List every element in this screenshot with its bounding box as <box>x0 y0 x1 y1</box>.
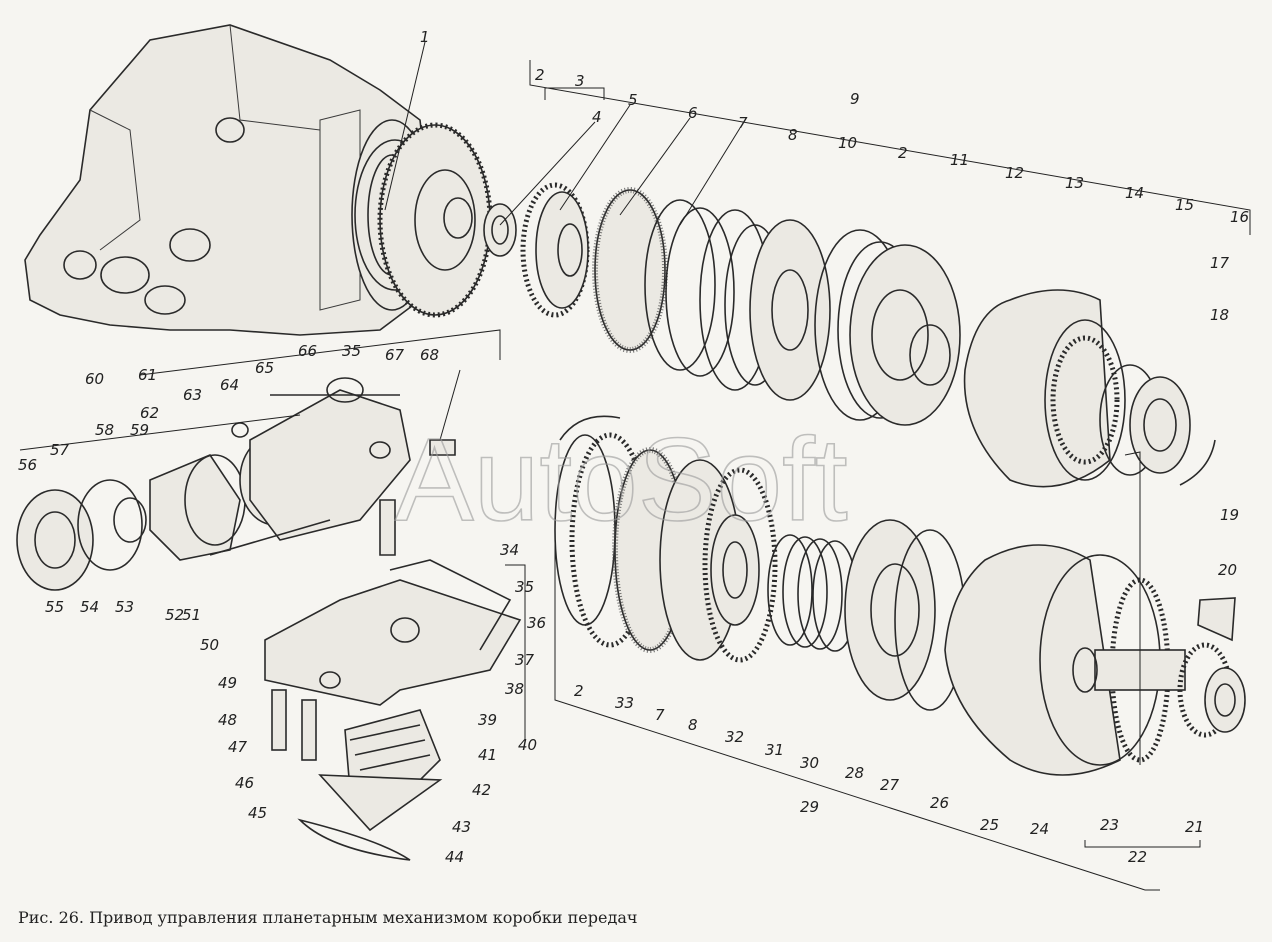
watermark: AutoSoft <box>395 414 848 546</box>
linkage-block <box>264 559 522 861</box>
callout-number: 53 <box>115 598 134 616</box>
callout-number: 52 <box>165 606 184 624</box>
callout-number: 3 <box>575 72 585 90</box>
callout-number: 54 <box>80 598 99 616</box>
callout-number: 2 <box>535 66 545 84</box>
callout-number: 33 <box>615 694 634 712</box>
callout-number: 24 <box>1030 820 1049 838</box>
callout-number: 48 <box>218 711 237 729</box>
transmission-housing <box>24 24 433 336</box>
callout-number: 1 <box>420 28 430 46</box>
callout-number: 45 <box>248 804 267 822</box>
callout-number: 44 <box>445 848 464 866</box>
callout-number: 35 <box>342 342 361 360</box>
leader-lines <box>19 41 1251 891</box>
callout-number: 12 <box>1005 164 1024 182</box>
callout-number: 42 <box>472 781 491 799</box>
callout-number: 41 <box>478 746 497 764</box>
callout-number: 61 <box>138 366 157 384</box>
callout-number: 35 <box>515 578 534 596</box>
callout-number: 2 <box>574 682 584 700</box>
rotation-arrow <box>1179 439 1216 486</box>
callout-number: 64 <box>220 376 239 394</box>
rotation-arrow <box>559 415 621 441</box>
callout-number: 9 <box>850 90 860 108</box>
callout-number: 16 <box>1230 208 1249 226</box>
callout-number: 66 <box>298 342 317 360</box>
callout-number: 25 <box>980 816 999 834</box>
callout-number: 22 <box>1128 848 1147 866</box>
callout-number: 10 <box>838 134 857 152</box>
callout-number: 17 <box>1210 254 1230 272</box>
callout-number: 19 <box>1220 506 1239 524</box>
callout-number: 21 <box>1185 818 1204 836</box>
callout-number: 23 <box>1100 816 1119 834</box>
callout-number: 13 <box>1065 174 1084 192</box>
callout-number: 57 <box>50 441 70 459</box>
callout-number: 32 <box>725 728 744 746</box>
callout-number: 18 <box>1210 306 1229 324</box>
callout-number: 26 <box>930 794 949 812</box>
callout-number: 47 <box>228 738 248 756</box>
callout-number: 55 <box>45 598 64 616</box>
callout-number: 63 <box>183 386 202 404</box>
callout-number: 36 <box>527 614 546 632</box>
callout-number: 29 <box>800 798 819 816</box>
top-row-parts <box>354 122 1191 488</box>
callout-number: 14 <box>1125 184 1144 202</box>
callout-number: 37 <box>515 651 535 669</box>
callout-number: 6 <box>688 104 698 122</box>
callout-number: 62 <box>140 404 159 422</box>
callout-number: 43 <box>452 818 471 836</box>
callout-number: 38 <box>505 680 524 698</box>
callout-number: 11 <box>950 151 969 169</box>
callout-number: 28 <box>845 764 864 782</box>
callout-number: 40 <box>518 736 537 754</box>
callout-number: 4 <box>592 108 602 126</box>
callout-number: 2 <box>898 144 908 162</box>
callout-number: 59 <box>130 421 149 439</box>
callout-number: 20 <box>1218 561 1237 579</box>
callout-number: 8 <box>788 126 798 144</box>
callout-number: 67 <box>385 346 405 364</box>
callout-number: 49 <box>218 674 237 692</box>
callout-number: 34 <box>500 541 519 559</box>
callout-number: 5 <box>628 91 638 109</box>
figure-caption: Рис. 26. Привод управления планетарным м… <box>18 908 638 927</box>
callout-number: 65 <box>255 359 274 377</box>
callout-number: 31 <box>765 741 784 759</box>
callout-number: 60 <box>85 370 104 388</box>
callout-number: 30 <box>800 754 819 772</box>
callout-number: 46 <box>235 774 254 792</box>
callout-number: 58 <box>95 421 114 439</box>
callout-number: 7 <box>738 114 748 132</box>
callout-number: 27 <box>880 776 900 794</box>
callout-number: 68 <box>420 346 439 364</box>
callout-labels: 1 2 3 4 5 6 7 8 9 10 2 11 12 13 14 15 16… <box>18 28 1249 866</box>
callout-number: 8 <box>688 716 698 734</box>
callout-number: 15 <box>1175 196 1194 214</box>
callout-number: 50 <box>200 636 219 654</box>
control-valve-assembly <box>16 377 456 591</box>
callout-number: 39 <box>478 711 497 729</box>
callout-number: 56 <box>18 456 37 474</box>
callout-number: 7 <box>655 706 665 724</box>
callout-number: 51 <box>182 606 201 624</box>
lower-row-parts <box>554 432 1246 776</box>
